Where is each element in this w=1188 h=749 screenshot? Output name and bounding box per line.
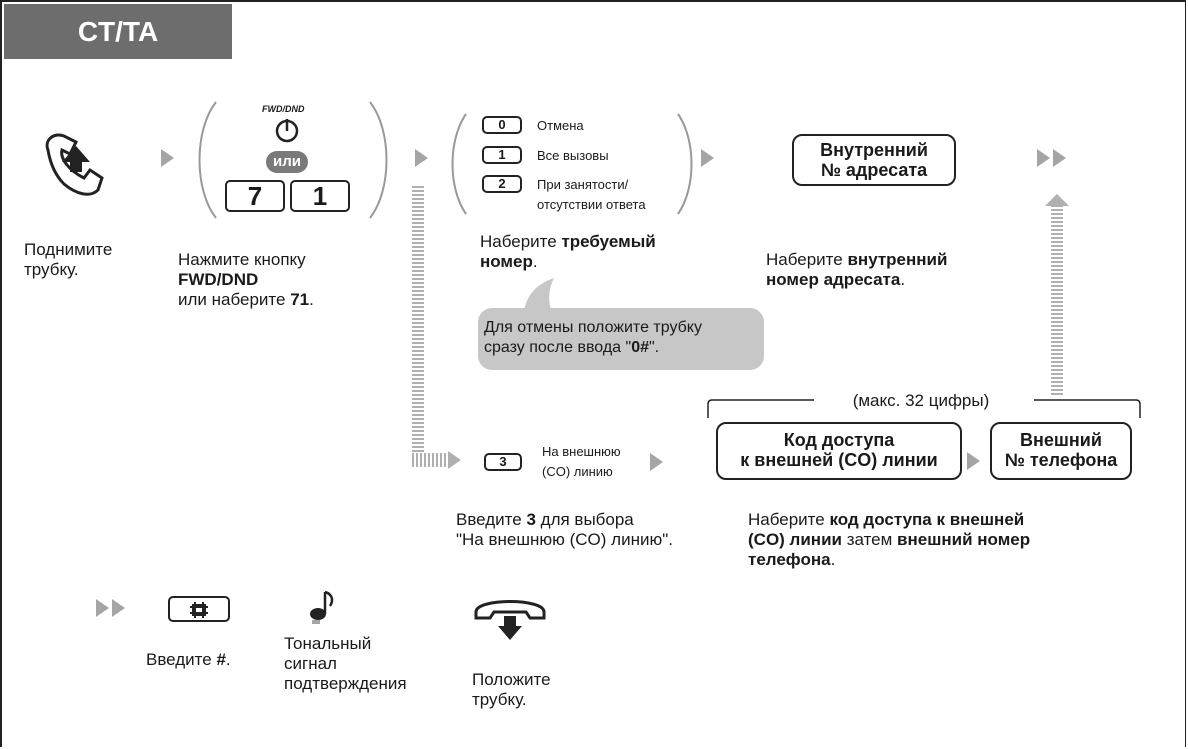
option-label-2: При занятости/отсутствии ответа [537, 177, 646, 212]
hash-text: Введите #. [146, 650, 231, 669]
option-key-2[interactable]: 2 [482, 175, 522, 193]
connector-left [412, 186, 424, 460]
connector-left-horizontal [412, 453, 450, 467]
connector-left-arrowhead [448, 451, 461, 469]
cancel-hint-bubble: Для отмены положите трубку сразу после в… [478, 308, 764, 370]
confirmation-tone-icon [310, 590, 334, 624]
max-digits-label: (макс. 32 цифры) [852, 391, 990, 410]
power-button-icon[interactable] [274, 116, 300, 144]
step3-text: Наберите требуемый номер. [480, 232, 656, 271]
connector-right-arrowhead [1045, 194, 1069, 206]
arrow-5 [967, 452, 980, 470]
step2-text: Нажмите кнопку FWD/DND или наберите 71. [178, 250, 314, 309]
external-line-label: На внешнюю(CO) линию [542, 444, 621, 479]
arrow-1 [161, 149, 174, 167]
enter3-text: Введите 3 для выбора "На внешнюю (CO) ли… [456, 510, 673, 549]
double-arrow-b1 [96, 599, 109, 617]
double-arrow-a2 [1053, 149, 1066, 167]
option-key-1[interactable]: 1 [482, 146, 522, 164]
double-arrow-b2 [112, 599, 125, 617]
max-digits-bracket [707, 399, 1141, 418]
double-arrow-a1 [1037, 149, 1050, 167]
arrow-3 [701, 149, 714, 167]
option-label-1: Все вызовы [537, 148, 609, 163]
fwd-dnd-label: FWD/DND [262, 104, 305, 114]
paren-group-options [451, 113, 693, 215]
arrow-2 [415, 149, 428, 167]
external-key-3[interactable]: 3 [484, 453, 522, 471]
key-7[interactable]: 7 [225, 180, 285, 212]
handset-offhook-icon [45, 133, 104, 196]
option-label-0: Отмена [537, 118, 584, 133]
connector-right [1051, 205, 1063, 397]
arrow-4 [650, 453, 663, 471]
bubble-tail [524, 278, 554, 312]
hash-icon [190, 602, 208, 618]
option-key-0[interactable]: 0 [482, 116, 522, 134]
handset-onhook-icon [474, 600, 546, 640]
or-badge: или [266, 151, 308, 173]
paren-group-fwd [198, 101, 388, 219]
key-1[interactable]: 1 [290, 180, 350, 212]
hash-key[interactable] [168, 596, 230, 622]
dial-external-text: Наберите код доступа к внешней (CO) лини… [748, 510, 1031, 569]
step4-text: Наберите внутренний номер адресата. [766, 250, 948, 289]
header-tab: CT/TA [4, 4, 232, 59]
